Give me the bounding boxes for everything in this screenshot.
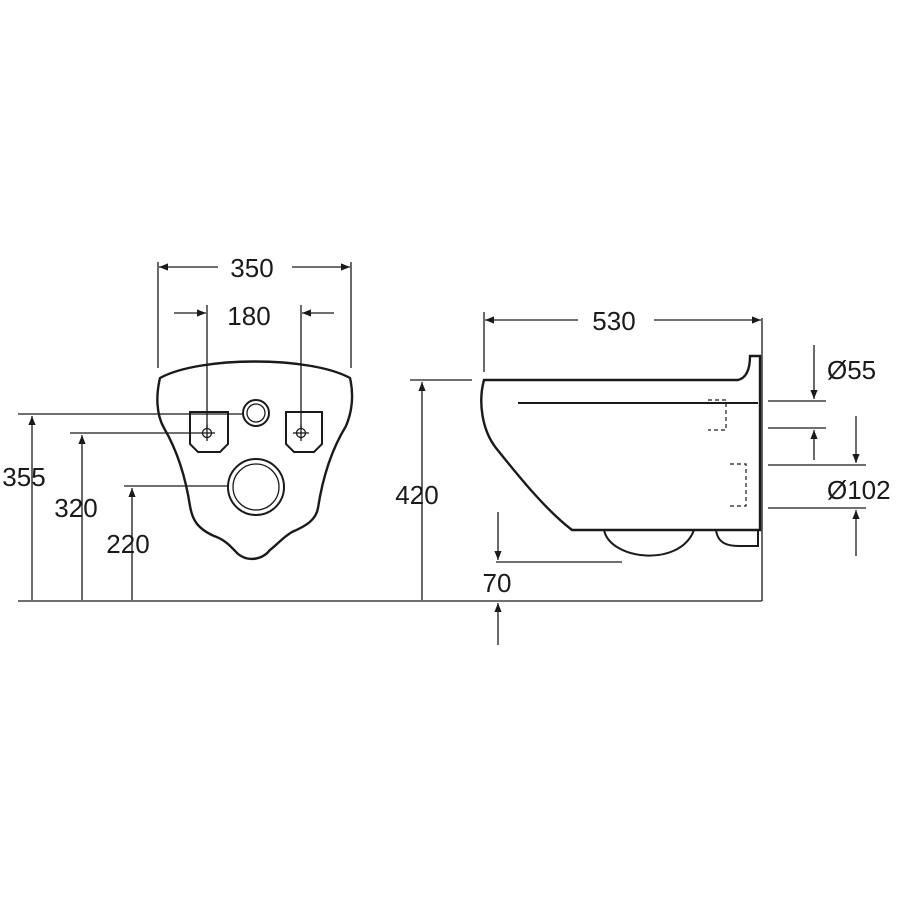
front-bowl-outline — [156, 360, 354, 561]
inlet-circle — [242, 399, 270, 427]
front-view: 350 180 355 320 220 — [2, 253, 354, 600]
dim-320: 320 — [54, 493, 97, 523]
dim-355: 355 — [2, 462, 45, 492]
right-bolt-bracket — [285, 411, 323, 453]
dim-180: 180 — [227, 301, 270, 331]
outlet-bulge — [603, 529, 695, 557]
dim-350: 350 — [230, 253, 273, 283]
hidden-inlet-bracket — [708, 399, 727, 431]
dim-220: 220 — [106, 529, 149, 559]
left-bolt-bracket — [189, 411, 229, 453]
side-view: 530 420 70 Ø55 Ø102 — [395, 306, 891, 645]
dim-d55: Ø55 — [827, 355, 876, 385]
dim-420: 420 — [395, 480, 438, 510]
outlet-circle — [227, 458, 285, 516]
dim-d102: Ø102 — [827, 475, 891, 505]
outlet-connector — [715, 529, 759, 547]
dim-70: 70 — [483, 568, 512, 598]
hidden-outlet-bracket — [730, 463, 747, 507]
side-bowl-outline — [480, 354, 762, 532]
dim-530: 530 — [592, 306, 635, 336]
